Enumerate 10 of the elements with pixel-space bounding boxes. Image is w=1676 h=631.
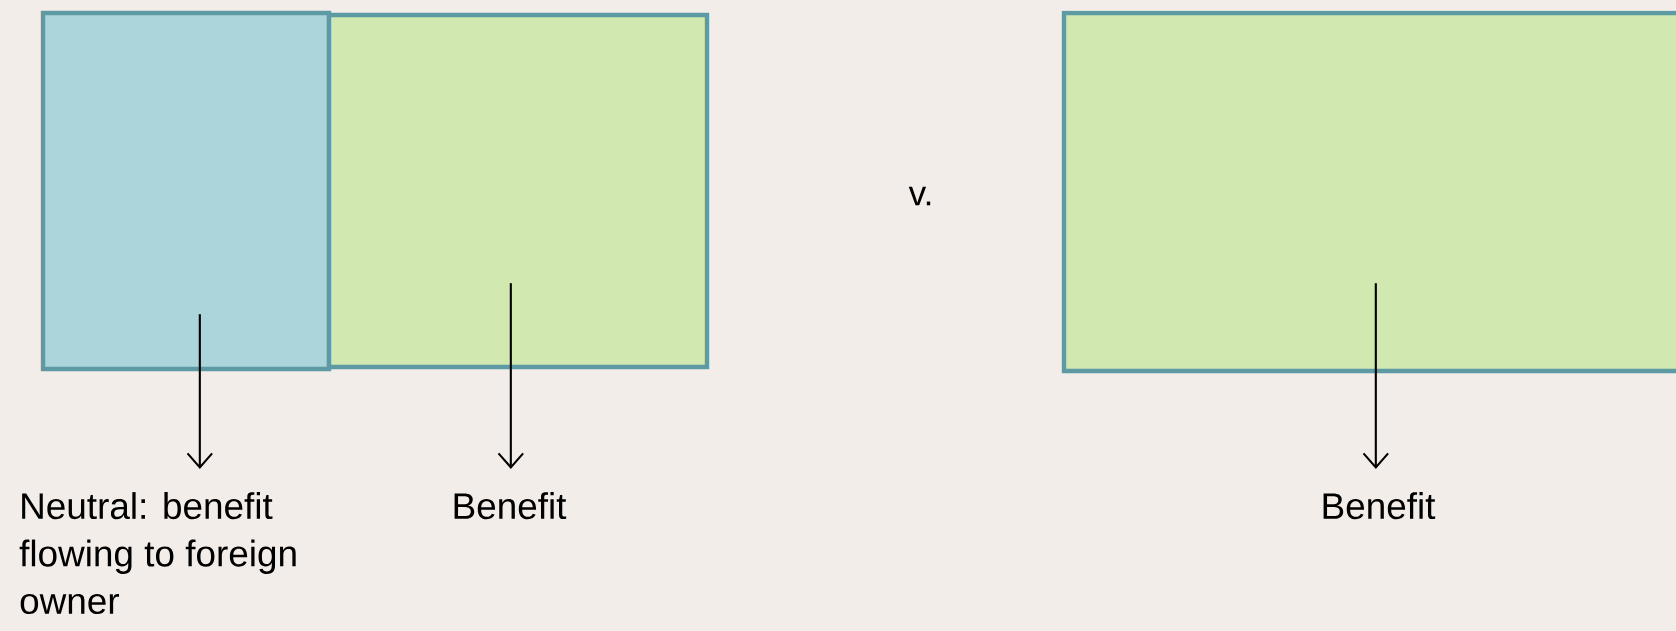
text-label: Neutral: benefit flowing to foreign owner bbox=[19, 492, 296, 615]
text-label: Benefit bbox=[1323, 492, 1436, 520]
rectangle-box bbox=[326, 12, 710, 370]
text-label: v. bbox=[908, 186, 931, 206]
arrow bbox=[186, 314, 213, 469]
text-label: Benefit bbox=[454, 492, 567, 520]
arrow bbox=[497, 283, 524, 469]
rectangle-box bbox=[1061, 10, 1676, 374]
arrow bbox=[1362, 283, 1389, 469]
rectangle-box bbox=[40, 10, 332, 372]
